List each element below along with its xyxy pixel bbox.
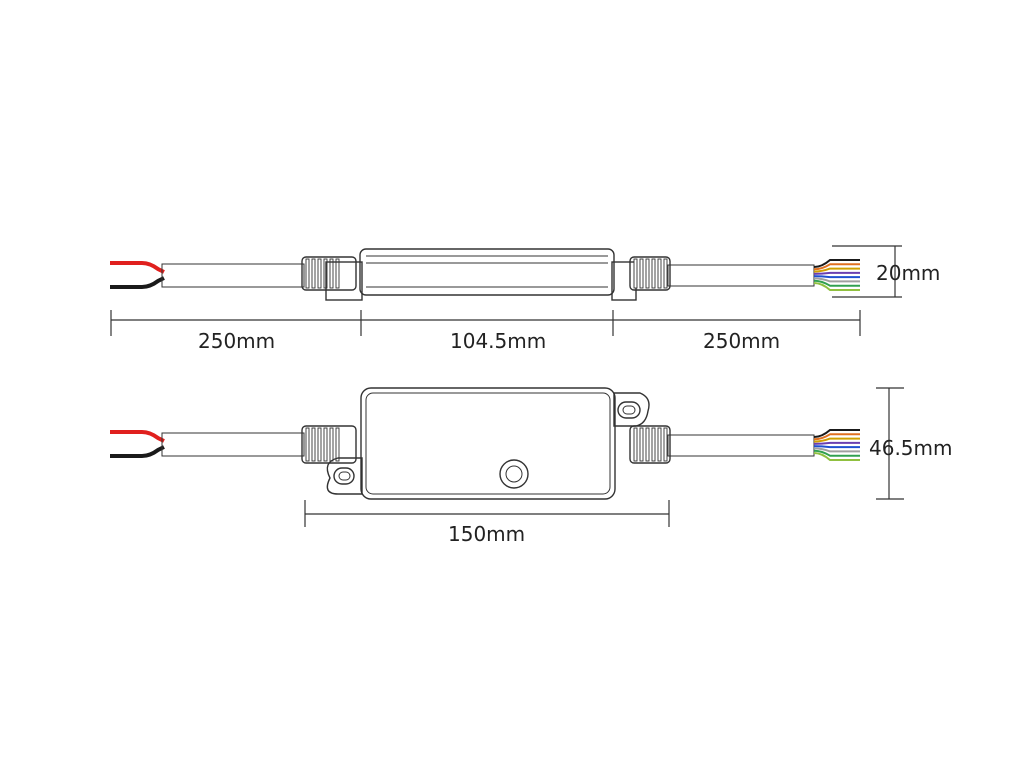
strain-relief-rib	[663, 258, 668, 289]
left-strain-relief	[301, 256, 363, 301]
left-strain-relief-front	[301, 425, 357, 464]
right-strain-relief	[611, 256, 671, 301]
push-button	[499, 459, 529, 489]
output-wire	[813, 263, 860, 271]
input-wire-red-front	[110, 430, 165, 443]
strain-relief-rib	[323, 427, 328, 462]
strain-relief-rib	[633, 258, 638, 289]
right-cable-front	[667, 434, 815, 457]
output-wire	[813, 282, 860, 291]
output-wire	[813, 441, 860, 445]
dimension-right-cable: 250mm	[703, 329, 780, 353]
strain-relief-rib	[329, 258, 334, 289]
top-body	[359, 248, 615, 296]
right-strain-relief-front	[629, 425, 671, 464]
strain-relief-rib	[633, 427, 638, 462]
output-wire	[813, 447, 860, 453]
left-cable	[161, 263, 305, 288]
output-wire	[813, 277, 860, 283]
output-wire	[813, 433, 860, 441]
strain-relief-rib	[657, 258, 662, 289]
right-mounting-ear	[613, 392, 650, 427]
output-wire	[813, 452, 860, 461]
strain-relief-rib	[645, 258, 650, 289]
strain-relief-rib	[645, 427, 650, 462]
output-wire	[813, 259, 860, 268]
strain-relief-rib	[317, 427, 322, 462]
input-wire-red	[110, 261, 165, 274]
right-cable	[667, 264, 815, 287]
output-wire	[813, 275, 860, 279]
output-wire	[813, 267, 860, 273]
strain-relief-rib	[335, 258, 340, 289]
dimension-left-cable: 250mm	[198, 329, 275, 353]
output-wires-top	[813, 259, 860, 291]
strain-relief-rib	[639, 258, 644, 289]
input-wire-black-front	[110, 445, 165, 458]
strain-relief-rib	[639, 427, 644, 462]
output-wires-front	[813, 429, 860, 461]
strain-relief-rib	[311, 258, 316, 289]
dimension-top-height: 20mm	[876, 261, 940, 285]
dimension-body-length: 104.5mm	[450, 329, 546, 353]
strain-relief-rib	[305, 258, 310, 289]
dimension-front-height: 46.5mm	[869, 436, 953, 460]
output-wire	[813, 271, 860, 275]
front-view: 46.5mm 150mm	[110, 387, 953, 546]
input-wire-black	[110, 276, 165, 289]
left-cable-front	[161, 432, 305, 457]
left-mounting-ear	[326, 457, 363, 495]
output-wire	[813, 449, 860, 457]
strain-relief-rib	[651, 427, 656, 462]
strain-relief-rib	[663, 427, 668, 462]
dimension-total-length: 150mm	[448, 522, 525, 546]
strain-relief-rib	[335, 427, 340, 462]
strain-relief-rib	[305, 427, 310, 462]
strain-relief-rib	[317, 258, 322, 289]
output-wire	[813, 429, 860, 438]
top-view: 20mm 250mm 104.5mm 250mm	[110, 245, 940, 353]
strain-relief-rib	[311, 427, 316, 462]
strain-relief-rib	[329, 427, 334, 462]
output-wire	[813, 279, 860, 287]
strain-relief-rib	[651, 258, 656, 289]
strain-relief-rib	[657, 427, 662, 462]
output-wire	[813, 445, 860, 449]
front-body	[360, 387, 616, 500]
output-wire	[813, 437, 860, 443]
